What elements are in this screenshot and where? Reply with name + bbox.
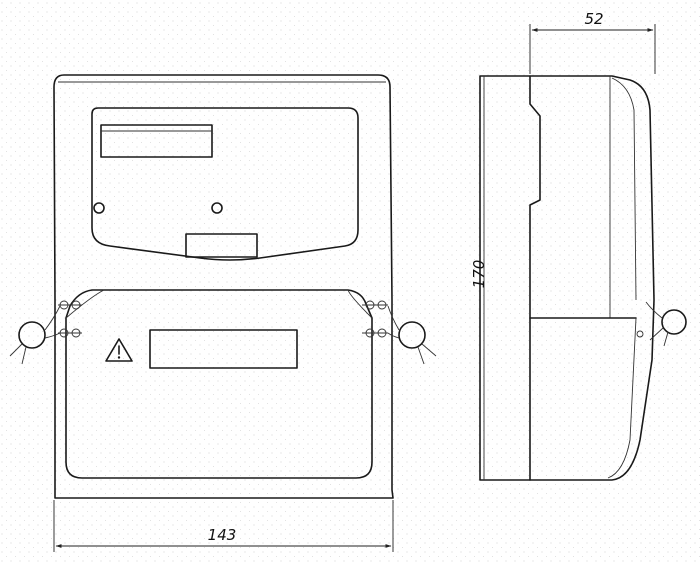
width-dimension [53, 500, 394, 552]
left-seal [9, 305, 61, 365]
front-view: 143 [9, 74, 437, 552]
depth-dimension-label: 52 [584, 10, 603, 28]
height-dimension-label: 170 [470, 260, 488, 289]
led-right [211, 202, 223, 214]
right-seal-screws [362, 300, 388, 338]
display-panel [91, 107, 359, 261]
right-seal [387, 305, 437, 365]
width-dimension-label: 143 [208, 526, 237, 544]
terminal-cover [65, 289, 373, 479]
side-body [529, 75, 655, 481]
left-seal-screws [58, 300, 82, 338]
depth-dimension [529, 24, 656, 74]
led-left [93, 202, 105, 214]
cover-label-window [149, 329, 298, 369]
side-back-plate [479, 75, 541, 481]
side-seal [636, 301, 687, 347]
side-view: 52 170 [470, 10, 687, 481]
warning-triangle-icon [105, 338, 133, 362]
front-housing-outline [53, 74, 394, 499]
panel-label-window [185, 233, 258, 258]
lcd-window [100, 124, 213, 158]
